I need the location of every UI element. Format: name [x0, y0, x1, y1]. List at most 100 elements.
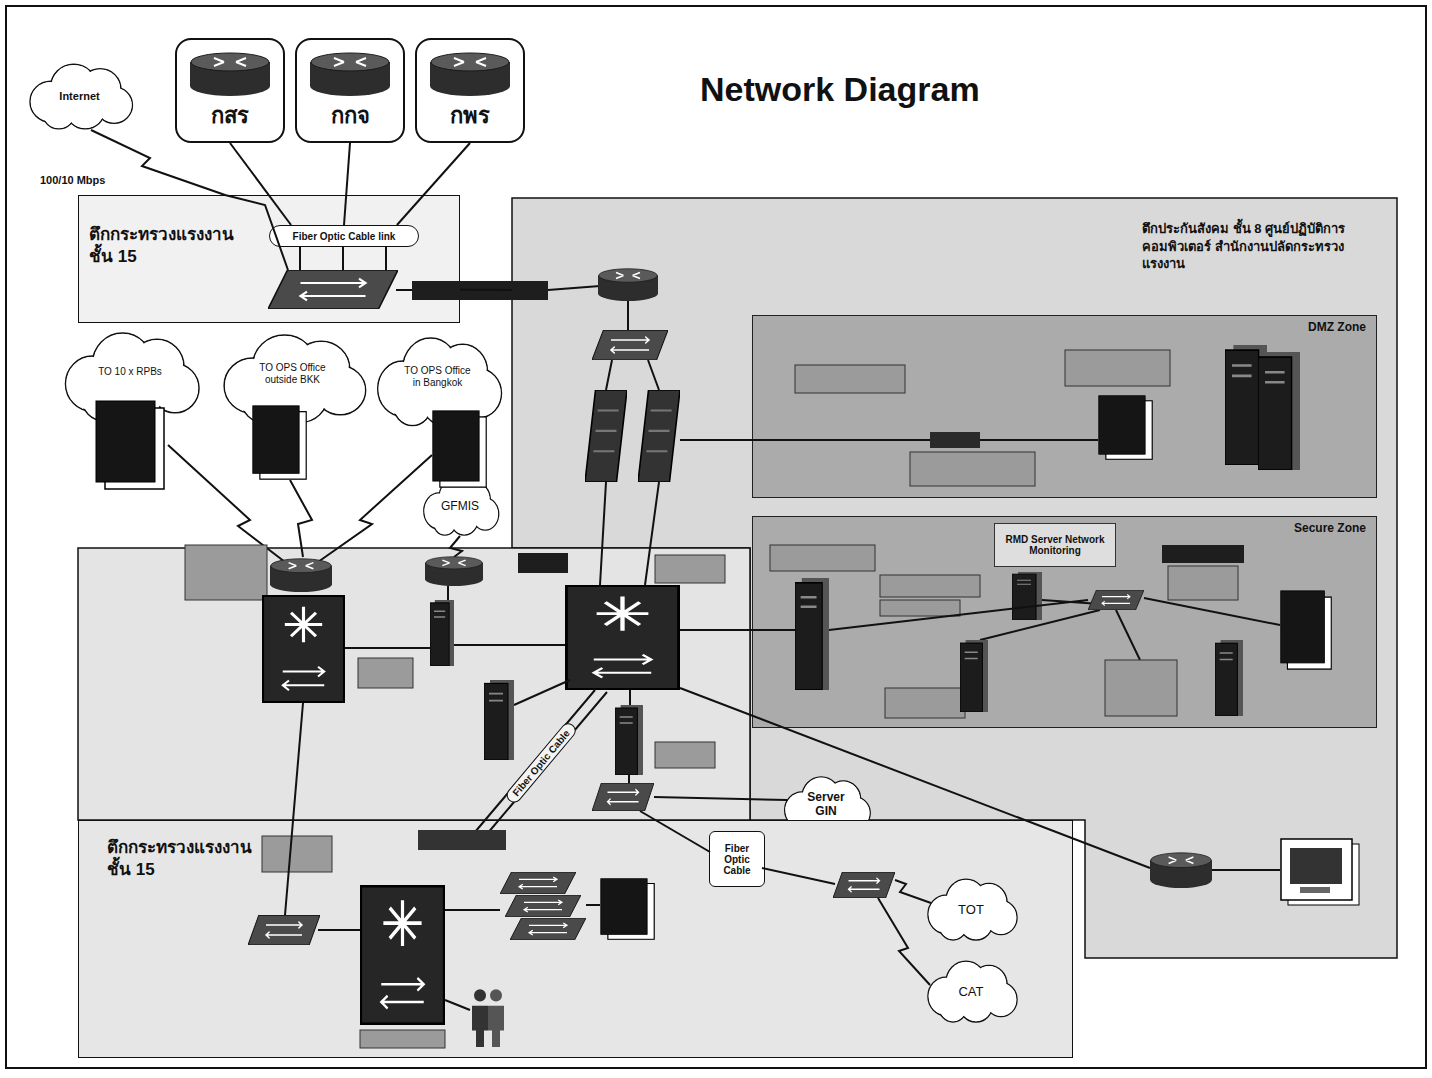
network-line — [600, 482, 659, 585]
fiber-line — [300, 246, 386, 270]
wan-link — [168, 445, 285, 562]
site-server — [253, 406, 306, 479]
fiber-line — [640, 811, 710, 852]
device-plate — [262, 836, 332, 872]
router-box: กสร — [175, 38, 285, 143]
server-tower — [430, 600, 454, 666]
network-line — [1212, 869, 1280, 871]
switch-icon — [592, 783, 654, 811]
device-plate — [795, 365, 905, 393]
server-icon — [601, 879, 654, 940]
network-line — [396, 289, 412, 291]
core-switch — [263, 596, 344, 702]
device-plate — [880, 575, 980, 597]
switch-icon — [268, 270, 398, 309]
internet-cloud: Internet — [22, 62, 137, 130]
node-text: ตึกประกันสังคม ชั้น 8 ศูนย์ปฏิบัติการคอม… — [1142, 220, 1382, 273]
wan-link — [290, 480, 312, 557]
switch-icon — [248, 915, 320, 945]
node-text: Fiber Optic Cable link — [293, 231, 396, 242]
server-tower — [484, 680, 514, 760]
zone-box: Secure ZoneRMD Server Network Monitoring — [752, 516, 1377, 728]
network-line — [627, 301, 629, 330]
device-plate — [360, 1030, 445, 1048]
node-text: TOT — [958, 902, 984, 917]
node-text: CAT — [958, 984, 983, 999]
network-line — [628, 775, 630, 785]
cloud-fill — [394, 383, 431, 424]
switch-icon — [510, 918, 586, 940]
monitor-icon — [1281, 839, 1359, 905]
cloud-fill — [83, 378, 123, 419]
node-text: กสร — [211, 98, 249, 133]
device-plate — [655, 742, 715, 768]
device-plate — [518, 553, 568, 573]
network-line — [447, 586, 449, 600]
router-box: กพร — [415, 38, 525, 143]
device-plate — [1105, 660, 1177, 716]
cable-link — [91, 130, 225, 195]
router-icon — [1150, 853, 1212, 888]
floor-box — [78, 548, 750, 820]
cloud-fill — [243, 380, 286, 421]
node-text: DMZ Zone — [763, 320, 1366, 334]
server-tower — [615, 705, 643, 775]
node-text: ตึกกระทรวงแรงงาน ชั้น 15 — [107, 837, 257, 881]
network-cloud: GFMIS — [418, 476, 502, 536]
network-line — [680, 439, 1098, 441]
network-line — [548, 286, 600, 290]
server-tower — [1215, 640, 1243, 716]
label-text: 100/10 Mbps — [40, 174, 105, 186]
wan-link — [318, 455, 432, 562]
router-icon — [425, 557, 483, 586]
wan-link — [878, 898, 930, 985]
connector-group — [91, 130, 512, 290]
firewall-icon — [638, 390, 680, 482]
node-text: TO OPS Office in Bangkok — [402, 365, 473, 389]
site-cloud: TO OPS Office outside BKK — [213, 332, 372, 424]
network-line — [606, 360, 659, 390]
node-text: RMD Server Network Monitoring — [999, 534, 1111, 557]
label-text: Fiber Optic Cable — [504, 720, 579, 805]
network-line — [445, 909, 500, 911]
device-plate — [358, 658, 413, 688]
wan-line — [225, 195, 288, 270]
server-tower — [1258, 352, 1300, 470]
switch-icon — [505, 895, 581, 917]
network-line — [345, 645, 565, 648]
cable-link — [344, 143, 350, 225]
core-switch — [566, 586, 678, 689]
cable-link — [230, 143, 291, 225]
site-cloud: TO OPS Office in Bangkok — [368, 335, 507, 427]
network-line — [629, 690, 631, 705]
carrier-cloud: CAT — [921, 959, 1021, 1023]
device-plate — [910, 452, 1035, 486]
node-text: กพร — [450, 98, 490, 133]
device-plate — [1162, 545, 1244, 563]
cable-box: Fiber Optic Cable — [709, 831, 765, 887]
network-line — [285, 703, 303, 915]
site-server — [96, 401, 164, 489]
server-tower — [960, 640, 988, 712]
node-text: Fiber Optic Cable — [712, 843, 762, 876]
title-text: Network Diagram — [700, 70, 980, 108]
site-server — [433, 411, 486, 487]
network-line — [654, 797, 787, 800]
device-plate — [880, 600, 960, 616]
diagram-title: Network Diagram — [700, 70, 980, 109]
node-text: GFMIS — [441, 499, 479, 513]
device-plate — [885, 688, 965, 718]
server-icon — [1281, 591, 1332, 669]
server-tower — [795, 578, 829, 690]
node-text: TO 10 x RPBs — [98, 366, 162, 378]
device-plate — [185, 545, 267, 600]
firewall-icon — [585, 390, 627, 482]
node-text: Secure Zone — [763, 521, 1366, 535]
device-plate — [930, 432, 980, 448]
device-plate — [1168, 566, 1238, 600]
network-line — [586, 904, 600, 906]
wan-link — [895, 880, 931, 903]
cable-label: Fiber Optic Cable link — [269, 225, 419, 247]
bandwidth-label: 100/10 Mbps — [40, 170, 105, 188]
router-icon — [598, 269, 658, 301]
